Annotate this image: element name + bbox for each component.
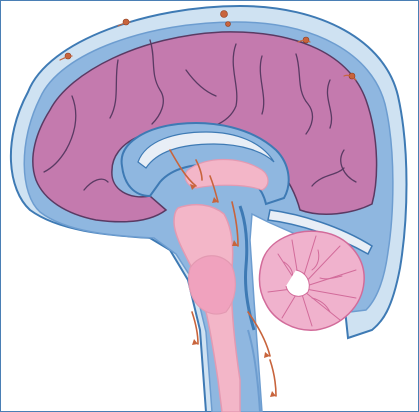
csf-flow-arrow xyxy=(270,360,276,396)
